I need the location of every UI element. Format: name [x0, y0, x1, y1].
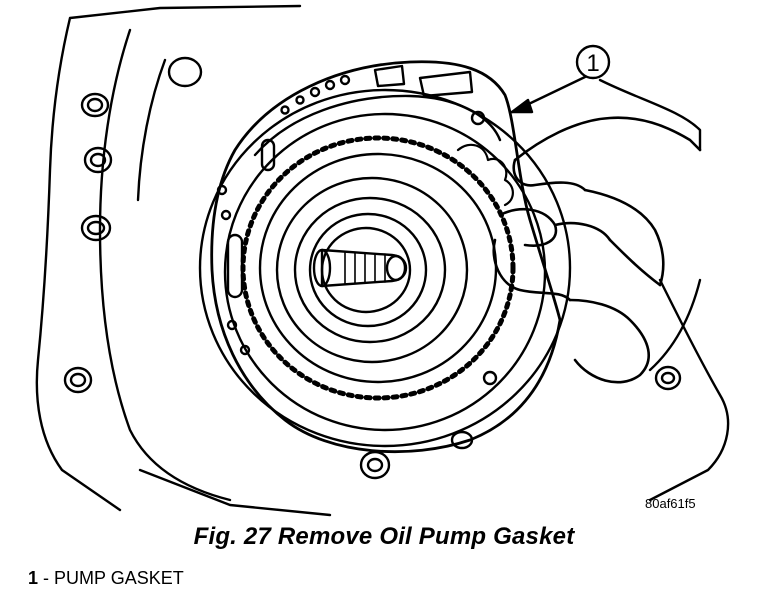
legend-number: 1: [28, 568, 39, 588]
gasket-shape: [210, 60, 562, 454]
legend-label: PUMP GASKET: [54, 568, 184, 588]
case-bolt-holes: [63, 56, 682, 480]
svg-text:1: 1: [586, 50, 599, 77]
input-shaft: [312, 248, 408, 288]
figure-caption: Fig. 27 Remove Oil Pump Gasket: [193, 523, 575, 550]
figure-code: 80af61f5: [645, 496, 696, 511]
legend-separator: -: [38, 568, 55, 588]
hub-ring-1: [275, 176, 469, 364]
pump-gasket-illustration: 1: [35, 4, 730, 517]
legend-item: 1 - PUMP GASKET: [28, 568, 184, 589]
hand: [492, 116, 702, 384]
pump-body-outer: [198, 88, 572, 448]
case-outline: [35, 4, 730, 517]
hub-ring-4: [320, 226, 412, 314]
outer-gear-teeth: [456, 143, 514, 207]
gasket-inner-edge: [253, 94, 502, 157]
callout-1: 1: [510, 44, 611, 114]
gasket-ports: [216, 64, 498, 386]
hub-ring-3: [308, 212, 428, 328]
pump-gear-ring: [240, 135, 516, 401]
case-inner-contour: [98, 28, 702, 502]
hub-ring-2: [293, 196, 447, 344]
